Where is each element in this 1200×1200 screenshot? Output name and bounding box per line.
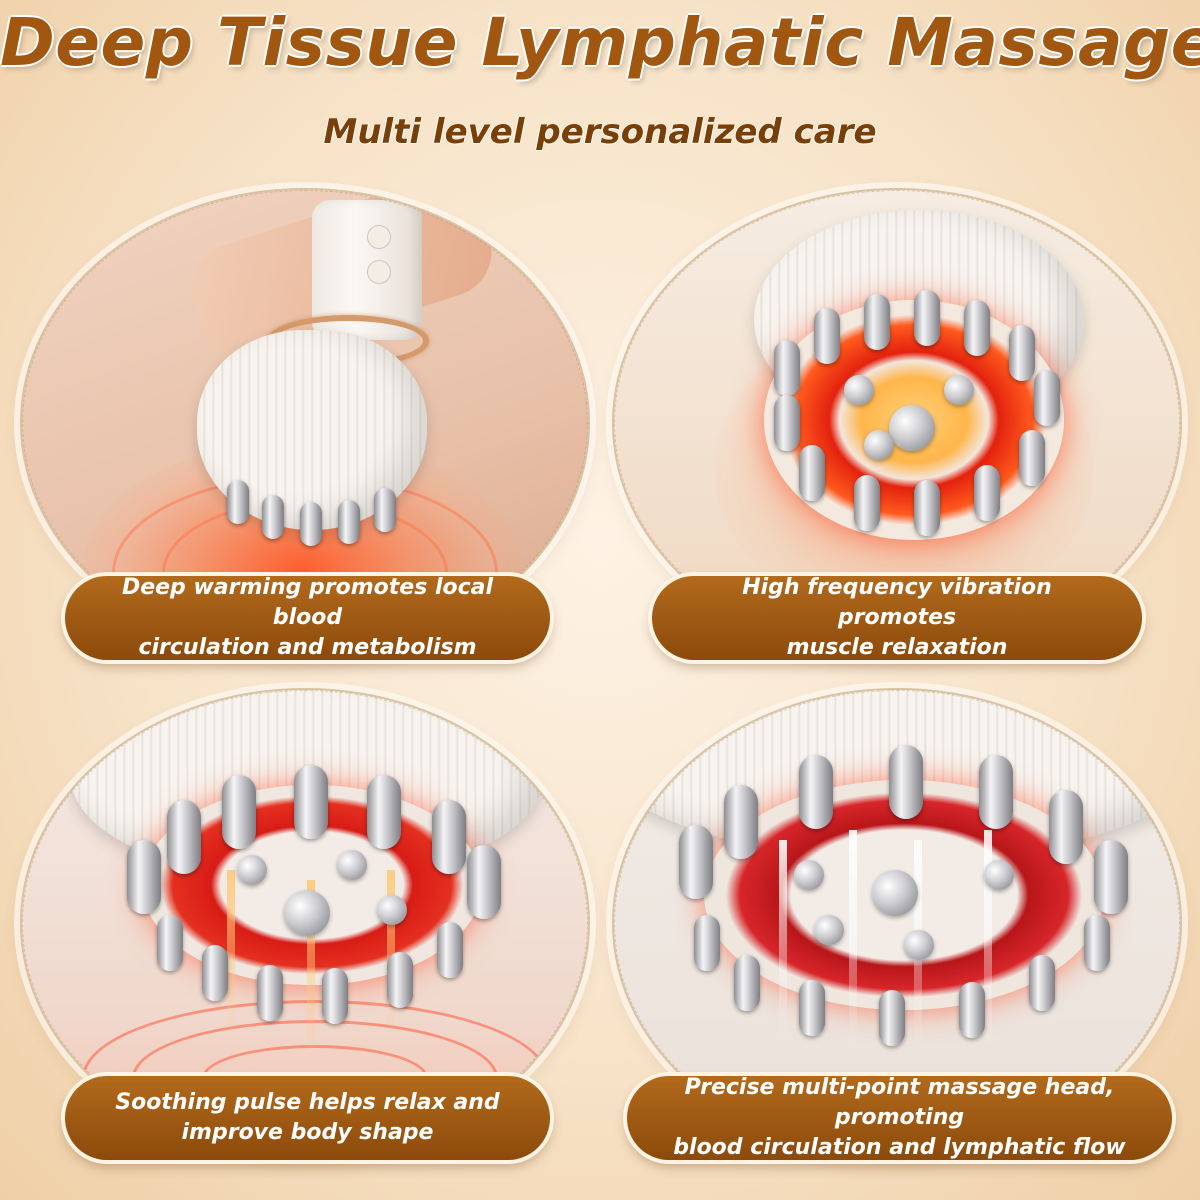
caption-soothing-pulse: Soothing pulse helps relax and improve b… <box>65 1076 550 1160</box>
page-title: Deep Tissue Lymphatic Massager <box>0 4 1200 81</box>
panel-soothing-pulse: Soothing pulse helps relax and improve b… <box>20 688 590 1160</box>
panel-deep-warming: Deep warming promotes local blood circul… <box>20 188 590 660</box>
caption-high-frequency: High frequency vibration promotes muscle… <box>652 575 1142 660</box>
panel-multi-point-head: Precise multi-point massage head, promot… <box>612 688 1182 1160</box>
caption-deep-warming: Deep warming promotes local blood circul… <box>65 575 550 660</box>
page-subtitle: Multi level personalized care <box>323 112 877 152</box>
caption-multi-point-head: Precise multi-point massage head, promot… <box>627 1075 1172 1160</box>
panel-high-frequency: High frequency vibration promotes muscle… <box>612 188 1182 660</box>
